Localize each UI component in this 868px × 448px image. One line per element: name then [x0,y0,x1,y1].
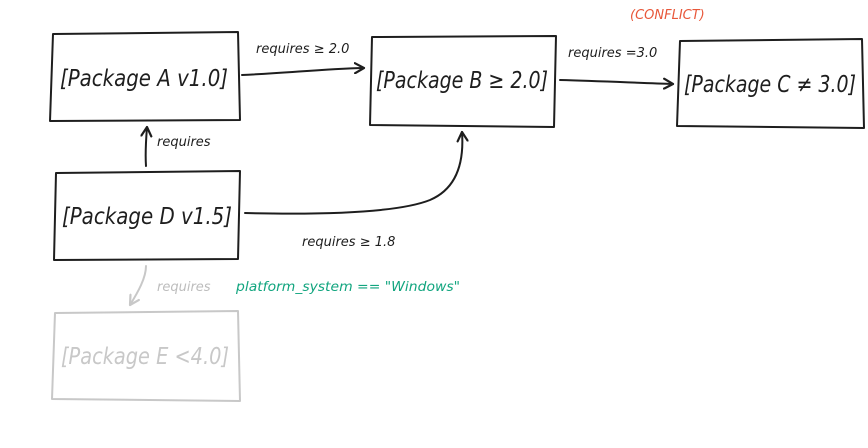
node-package-d[interactable]: [Package D v1.5] [53,170,241,261]
node-package-b-label: [Package B ≥ 2.0] [376,68,548,94]
edge-d-to-b-label: requires ≥ 1.8 [302,235,395,250]
node-package-c-label: [Package C ≠ 3.0] [684,72,856,98]
edge-d-to-a-label: requires [157,135,211,150]
edge-d-to-e-label: requires [157,280,211,295]
node-package-c-box [676,38,865,129]
edge-d-to-e[interactable]: requires platform_system == "Windows" [130,265,460,305]
edge-d-to-b[interactable]: requires ≥ 1.8 [244,132,462,250]
edge-d-to-a[interactable]: requires [146,127,211,167]
node-package-b[interactable]: [Package B ≥ 2.0] [369,35,557,128]
node-package-a[interactable]: [Package A v1.0] [49,31,241,122]
edge-d-to-e-arrow [130,265,147,305]
node-package-d-box [53,170,241,261]
edge-d-to-a-arrow [146,127,147,167]
node-package-b-box [369,35,557,128]
edge-a-to-b[interactable]: requires ≥ 2.0 [241,42,364,76]
edge-d-to-b-arrow [244,132,462,215]
node-package-a-box [49,31,241,122]
environment-marker: platform_system == "Windows" [235,280,460,295]
node-package-d-label: [Package D v1.5] [62,204,232,230]
node-package-c[interactable]: [Package C ≠ 3.0] [676,38,865,129]
node-package-a-label: [Package A v1.0] [60,66,228,92]
edge-a-to-b-label: requires ≥ 2.0 [256,42,349,57]
edge-b-to-c-label: requires =3.0 [568,46,657,61]
node-package-e-box [51,310,241,402]
node-package-e-label: [Package E <4.0] [61,344,229,370]
edge-b-to-c-arrow [559,80,673,84]
conflict-annotation: (CONFLICT) [630,8,705,23]
node-package-e[interactable]: [Package E <4.0] [51,310,241,402]
edge-b-to-c[interactable]: requires =3.0 [559,46,673,84]
edge-a-to-b-arrow [241,68,364,76]
